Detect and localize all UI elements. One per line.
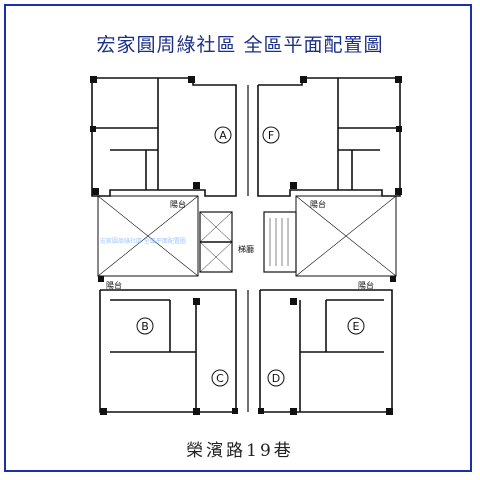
structural-columns: [90, 76, 402, 415]
elevator-lobby-label: 梯廳: [238, 244, 254, 254]
unit-c-label: C: [216, 372, 224, 385]
plan-title: 宏家圓周綠社區 全區平面配置圖: [96, 34, 384, 56]
outer-frame: [4, 4, 472, 472]
street-label: 榮濱路19巷: [186, 441, 294, 461]
balcony-label-e: 陽台: [358, 280, 374, 290]
unit-d-label: D: [272, 372, 280, 385]
balcony-label-a: 陽台: [170, 199, 186, 209]
watermark-text: 宏家圓周綠社區 全區平面配置圖: [100, 237, 186, 245]
unit-b-label: B: [141, 320, 149, 333]
unit-markers: A F B E C D: [136, 126, 365, 387]
balcony-label-f: 陽台: [310, 199, 326, 209]
unit-a-label: A: [219, 129, 227, 142]
unit-f-label: F: [268, 129, 274, 142]
unit-e-label: E: [353, 320, 360, 333]
balcony-label-b: 陽台: [106, 280, 122, 290]
